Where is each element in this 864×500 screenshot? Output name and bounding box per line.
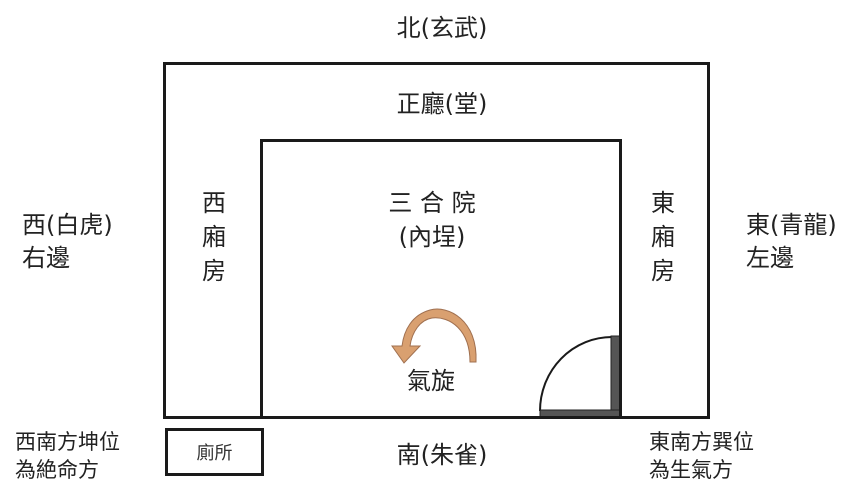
courtyard-box bbox=[260, 139, 622, 419]
courtyard-sublabel: (內埕) bbox=[398, 223, 466, 251]
east-wing-char: 房 bbox=[651, 257, 675, 285]
toilet-box: 廁所 bbox=[165, 428, 264, 476]
west-wing-char: 西 bbox=[202, 189, 226, 217]
west-label: 西(白虎) bbox=[22, 211, 113, 239]
main-hall-label: 正廳(堂) bbox=[396, 90, 488, 118]
southeast-note: 東南方巽位 為生氣方 bbox=[649, 428, 754, 484]
southwest-note-line2: 為絶命方 bbox=[15, 458, 99, 482]
qi-flow-label: 氣旋 bbox=[407, 367, 455, 395]
east-wing-char: 東 bbox=[651, 189, 675, 217]
north-label: 北(玄武) bbox=[396, 14, 488, 42]
east-wing-char: 廂 bbox=[651, 223, 675, 251]
southwest-note: 西南方坤位 為絶命方 bbox=[15, 428, 120, 484]
courtyard-label: 三 合 院 bbox=[388, 189, 476, 217]
west-wing-char: 廂 bbox=[202, 223, 226, 251]
qi-swirl-arrow-icon bbox=[391, 308, 477, 364]
east-label: 東(青龍) bbox=[746, 211, 837, 239]
south-label: 南(朱雀) bbox=[396, 441, 488, 469]
east-sublabel: 左邊 bbox=[746, 244, 794, 272]
door-swing-arc bbox=[539, 336, 613, 412]
east-wing-label: 東 廂 房 bbox=[648, 186, 678, 288]
toilet-label: 廁所 bbox=[196, 443, 233, 464]
west-wing-label: 西 廂 房 bbox=[199, 186, 229, 288]
west-sublabel: 右邊 bbox=[22, 244, 70, 272]
west-wing-char: 房 bbox=[202, 257, 226, 285]
southeast-note-line2: 為生氣方 bbox=[649, 458, 733, 482]
southwest-note-line1: 西南方坤位 bbox=[15, 430, 120, 454]
southeast-note-line1: 東南方巽位 bbox=[649, 430, 754, 454]
